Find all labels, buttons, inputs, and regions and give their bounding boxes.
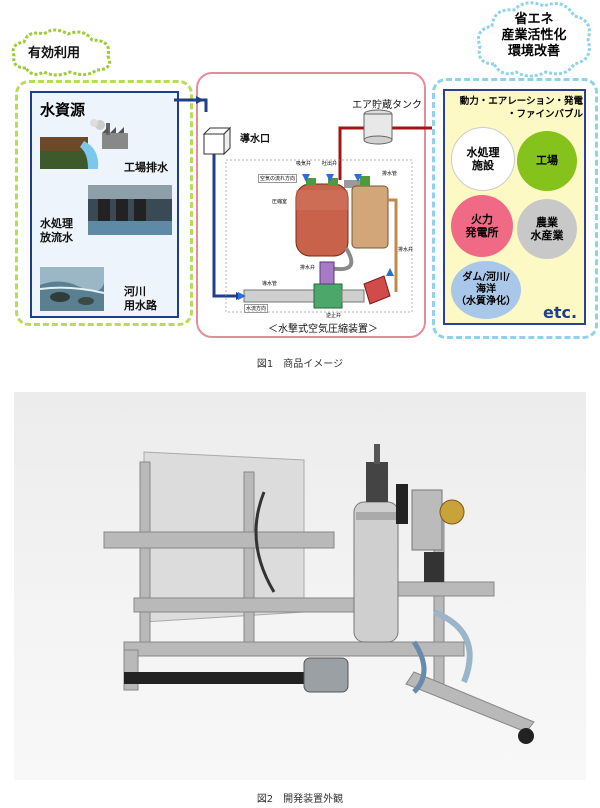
device-diagram-svg bbox=[174, 96, 444, 313]
small-label-water-direction: 水流方向 bbox=[244, 304, 269, 313]
use-water-purification-label: ダム/河川/ 海洋 （水質浄化） bbox=[456, 272, 516, 307]
separator-cylinder bbox=[351, 176, 398, 292]
small-label-air-direction: 空気の流れ方向 bbox=[258, 174, 298, 183]
water-pipe-line bbox=[212, 150, 240, 298]
use-water-treatment-label: 水処理 施設 bbox=[466, 145, 500, 172]
uses-title: 動力・エアレーション・発電 ・ファインバブル bbox=[459, 96, 583, 120]
use-factory-label: 工場 bbox=[536, 154, 558, 168]
air-tank bbox=[363, 109, 393, 145]
water-source-title: 水資源 bbox=[40, 101, 86, 119]
frame-beam-mid bbox=[133, 597, 355, 613]
small-label-intake-valve: 吸気弁 bbox=[296, 161, 312, 167]
small-label-water-pipe: 導水管 bbox=[262, 281, 278, 287]
transparent-pipe-section bbox=[303, 657, 349, 693]
small-label-discharge-valve: 吐出弁 bbox=[322, 161, 338, 167]
figure-1: 有効利用 省エネ 産業活性化 環境改善 水資源 工場排水 bbox=[0, 0, 600, 370]
small-label-drain-pipe: 排水管 bbox=[382, 171, 398, 177]
main-pipe bbox=[238, 261, 391, 309]
cloud-left-shape bbox=[11, 28, 111, 77]
caster-wheel bbox=[518, 728, 534, 744]
water-source-panel: 水資源 工場排水 bbox=[15, 80, 193, 326]
bottom-black-pipe bbox=[124, 672, 324, 684]
cloud-right-line-2: 産業活性化 bbox=[501, 28, 567, 43]
frame-post-left bbox=[139, 461, 151, 643]
tank-label: エア貯蔵タンク bbox=[352, 100, 422, 111]
water-source-box: 水資源 工場排水 bbox=[30, 91, 179, 318]
central-cylinder bbox=[353, 444, 399, 643]
device-photo-svg bbox=[103, 444, 535, 744]
frame-beam-upper bbox=[103, 531, 335, 549]
cloud-right-text: 省エネ 産業活性化 環境改善 bbox=[486, 12, 582, 60]
source-factory-label: 工場排水 bbox=[124, 161, 168, 174]
source-treatment-label: 水処理 放流水 bbox=[40, 217, 73, 244]
figure-1-caption: 図1 商品イメージ bbox=[256, 359, 344, 370]
water-inflow-arrow bbox=[174, 98, 208, 112]
frame-post-mid bbox=[243, 471, 255, 653]
use-power-plant: 火力 発電所 bbox=[451, 195, 513, 257]
frame-beam-right bbox=[393, 581, 495, 597]
cloud-right-line-3: 環境改善 bbox=[507, 44, 560, 59]
factory-drain-image bbox=[40, 119, 128, 169]
frame-beam-lower bbox=[123, 641, 465, 657]
source-river-label: 河川 用水路 bbox=[124, 285, 157, 312]
small-label-drain-valve: 排水弁 bbox=[300, 265, 316, 271]
etc-label: etc. bbox=[543, 303, 578, 322]
cloud-right-shape bbox=[477, 1, 591, 78]
figure-2-photo bbox=[14, 392, 586, 780]
water-inflow-arrowhead-1 bbox=[196, 96, 204, 104]
cloud-left-text: 有効利用 bbox=[28, 46, 81, 61]
small-label-compression-chamber: 圧縮室 bbox=[272, 199, 288, 205]
compression-chamber bbox=[295, 178, 368, 257]
figure-2-caption: 図2 開発装置外観 bbox=[256, 794, 344, 805]
frame-leg-right bbox=[405, 671, 535, 733]
air-outflow-line bbox=[338, 126, 364, 180]
use-power-plant-label: 火力 発電所 bbox=[465, 212, 499, 239]
hose-right bbox=[432, 609, 473, 684]
use-agriculture-label: 農業 水産業 bbox=[530, 215, 564, 242]
right-instruments bbox=[396, 484, 465, 582]
river-image bbox=[40, 267, 104, 311]
uses-box: 動力・エアレーション・発電 ・ファインバブル 水処理 施設 工場 火力 発電所 … bbox=[443, 89, 586, 325]
intake-cube bbox=[202, 126, 232, 156]
cloud-right-line-1: 省エネ bbox=[514, 12, 554, 27]
hose-left bbox=[254, 491, 276, 593]
loop-pipe bbox=[329, 246, 354, 271]
device-caption: ＜水撃式空気圧縮装置＞ bbox=[268, 324, 378, 335]
use-agriculture: 農業 水産業 bbox=[517, 199, 577, 259]
use-water-purification: ダム/河川/ 海洋 （水質浄化） bbox=[451, 261, 521, 319]
small-label-drain-valve-2: 排水弁 bbox=[398, 247, 414, 253]
treatment-outflow-image bbox=[88, 185, 172, 235]
small-label-check-valve: 逆止弁 bbox=[326, 313, 342, 319]
use-water-treatment: 水処理 施設 bbox=[451, 127, 515, 191]
uses-panel: 動力・エアレーション・発電 ・ファインバブル 水処理 施設 工場 火力 発電所 … bbox=[432, 78, 598, 339]
use-factory: 工場 bbox=[517, 131, 577, 191]
hose-blue bbox=[411, 640, 427, 694]
intake-label: 導水口 bbox=[240, 134, 270, 145]
